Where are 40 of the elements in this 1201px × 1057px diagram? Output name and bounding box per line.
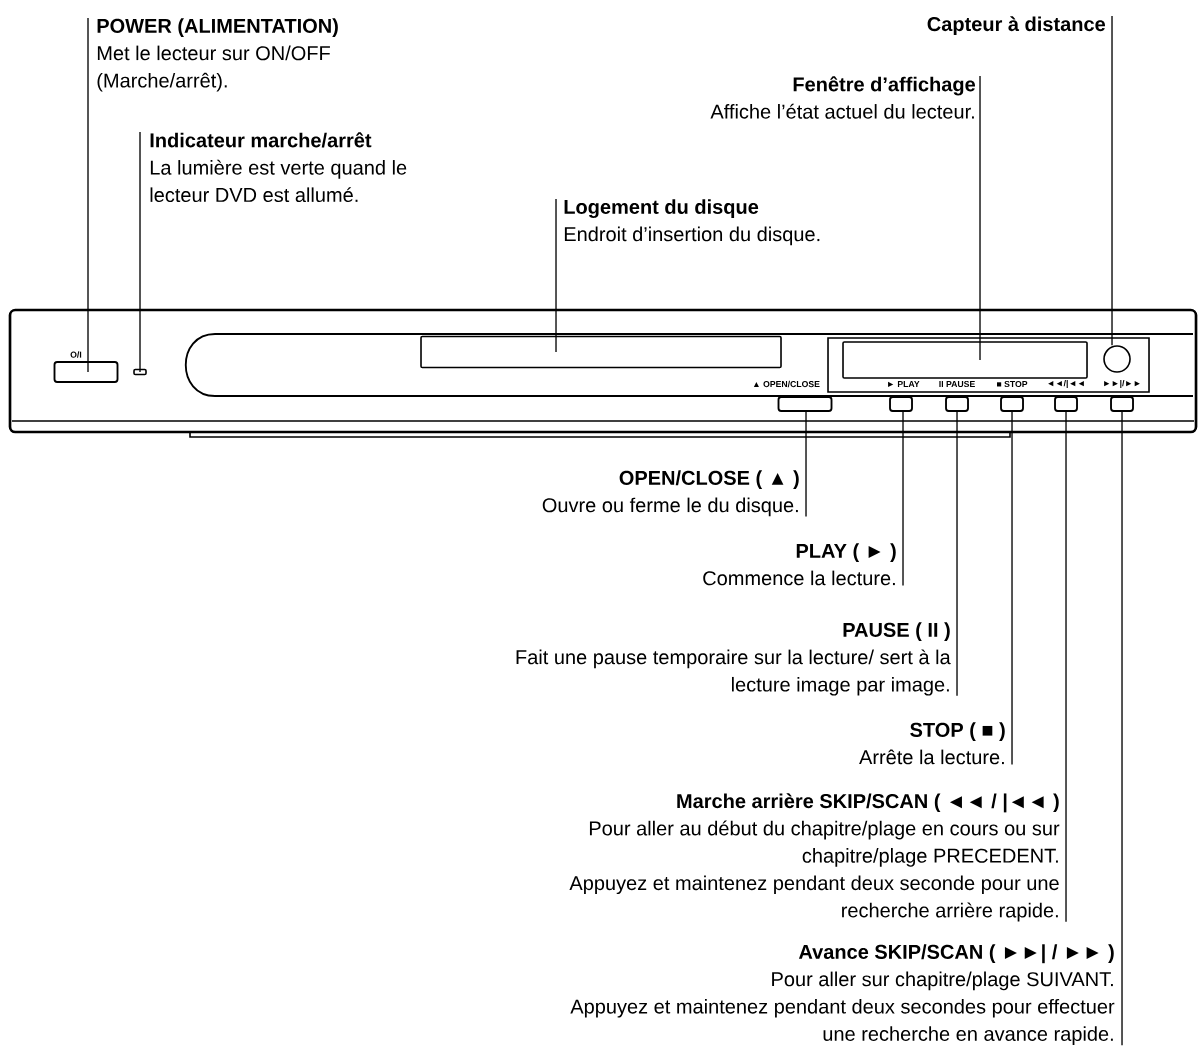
leader-line (979, 75, 981, 361)
panel-label: ►►|/►► (1104, 379, 1140, 389)
panel-button (945, 396, 969, 412)
panel-button (889, 396, 913, 412)
panel-label: ◄◄/|◄◄ (1048, 379, 1084, 389)
indicator-light (133, 368, 147, 376)
panel-label: O/I (70, 351, 82, 358)
callout-text: Logement du disque Endroit d’insertion du disque. (564, 199, 820, 246)
panel-label: ► PLAY (888, 380, 920, 388)
disc-slot (420, 335, 782, 369)
sensor-circle (1103, 345, 1131, 373)
leader-line (1065, 411, 1067, 923)
panel-label: ■ STOP (997, 380, 1028, 388)
leader-line (1011, 411, 1013, 766)
panel-button (1000, 396, 1024, 412)
leader-line (555, 198, 557, 353)
callout-text: Marche arrière SKIP/SCAN ( ◄◄ / |◄◄ ) Pour aller au début du chapitre/plage en cours ou sur chapitre/plage PRECEDENT. Appuyez et maintenez pendant deux seconde pour une recherche arrière rapide. (569, 793, 1060, 922)
leader-line (87, 17, 89, 373)
panel-label: ▲ OPEN/CLOSE (753, 380, 820, 388)
panel-button (777, 396, 833, 412)
callout-text: Avance SKIP/SCAN ( ►►| / ►► ) Pour aller sur chapitre/plage SUIVANT. Appuyez et maintenez pendant deux secondes pour effectuer une recherche en avance rapide. (570, 944, 1115, 1045)
leader-line (1121, 411, 1123, 1046)
leader-line (805, 411, 807, 518)
panel-button (1054, 396, 1078, 412)
callout-text: Capteur à distance (927, 16, 1106, 36)
callout-text: Fenêtre d’affichage Affiche l’état actuel du lecteur. (710, 76, 976, 119)
callout-text: PAUSE ( II ) Fait une pause temporaire sur la lecture/ sert à la lecture image par image. (516, 622, 951, 696)
panel-button (1110, 396, 1134, 412)
callout-text: Indicateur marche/arrêt La lumière est verte quand le lecteur DVD est allumé. (150, 132, 407, 203)
display-window (842, 341, 1088, 379)
leader-line (956, 411, 958, 697)
panel-label: II PAUSE (939, 380, 975, 388)
callout-text: STOP ( ■ ) Arrête la lecture. (859, 722, 1005, 765)
callout-text: POWER (ALIMENTATION) Met le lecteur sur ON/OFF (Marche/arrêt). (97, 18, 338, 92)
leader-line (902, 411, 904, 587)
callout-text: OPEN/CLOSE ( ▲ ) Ouvre ou ferme le du disque. (542, 470, 799, 517)
leader-line (139, 131, 141, 373)
leader-line (1111, 15, 1113, 346)
power-button (53, 361, 119, 383)
callout-text: PLAY ( ► ) Commence la lecture. (703, 543, 896, 586)
